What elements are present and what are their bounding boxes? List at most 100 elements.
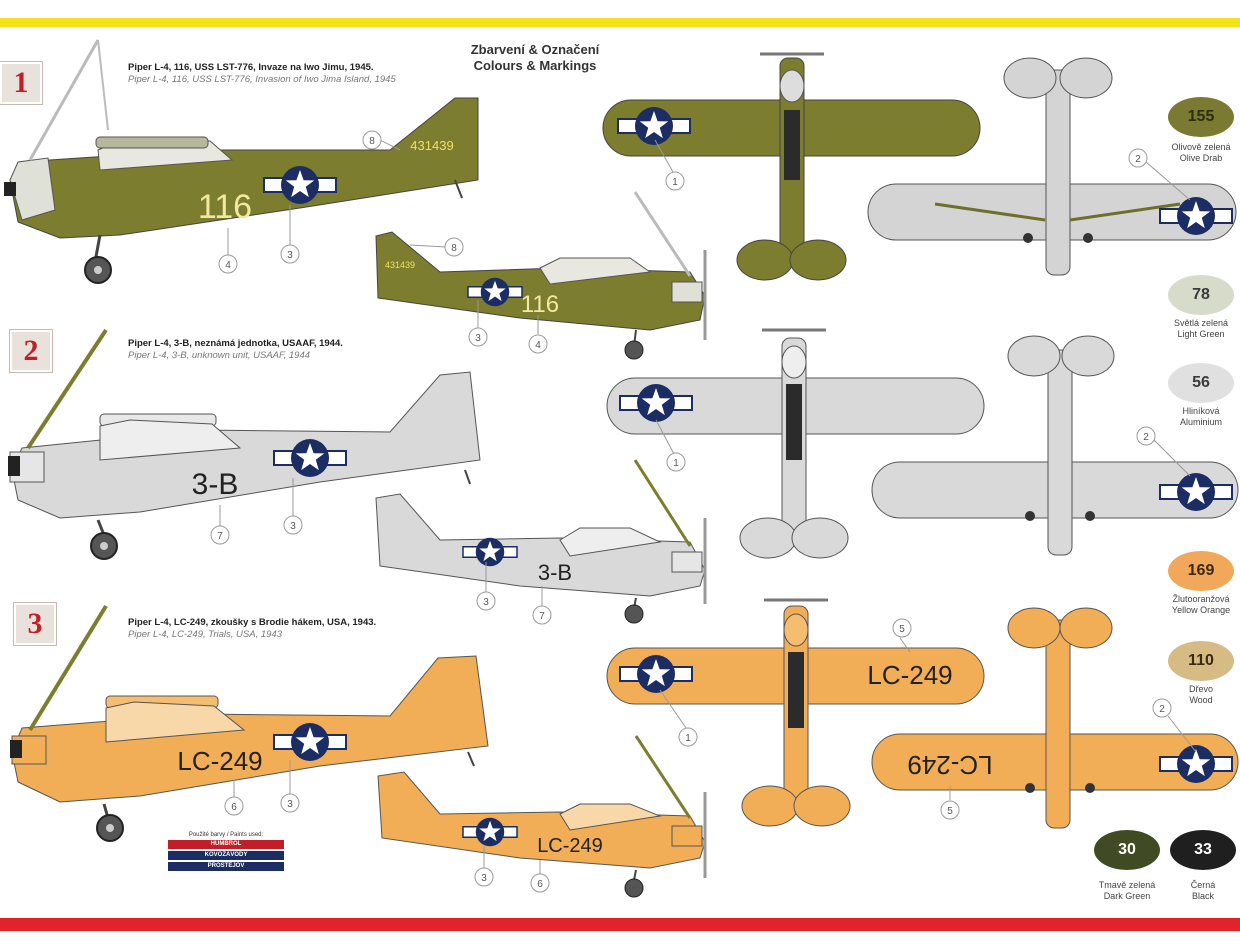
callout-8-s1-large: 8 xyxy=(362,130,401,151)
svg-text:7: 7 xyxy=(217,531,223,542)
swatch-30-cz: Tmavě zelená xyxy=(1098,880,1156,890)
callout-7-s2-small: 7 xyxy=(532,586,552,625)
paint-brand-logo: Použité barvy / Paints used: HUMBROL KOV… xyxy=(168,832,284,871)
swatch-155-code: 155 xyxy=(1187,108,1215,125)
scheme-2-small-code: 3-B xyxy=(538,560,572,585)
swatch-56-cz: Hliníková xyxy=(1182,406,1220,416)
svg-text:3: 3 xyxy=(483,597,489,608)
swatch-33-code: 33 xyxy=(1194,841,1212,858)
swatch-30: 30 xyxy=(1094,830,1160,870)
paint-brand-label: Použité barvy / Paints used: xyxy=(188,832,264,838)
scheme-number-2: 2 xyxy=(10,330,52,372)
swatch-169-cz: Žlutooranžová xyxy=(1172,594,1230,604)
svg-text:3: 3 xyxy=(481,873,487,884)
scheme-3-bottom-code: LC-249 xyxy=(907,750,992,780)
swatch-56-en: Aluminium xyxy=(1179,417,1222,427)
svg-text:1: 1 xyxy=(672,177,678,188)
swatch-169: 169 xyxy=(1168,551,1234,591)
swatch-169-code: 169 xyxy=(1187,562,1215,579)
scheme-1-bottom-view xyxy=(867,57,1237,276)
callout-3-s1-large: 3 xyxy=(280,205,300,264)
scheme-1-top-view xyxy=(602,52,981,281)
swatch-33-en: Black xyxy=(1191,891,1214,901)
scheme-1-caption-en: Piper L-4, 116, USS LST-776, Invasion of… xyxy=(128,74,396,85)
scheme-3-top-code: LC-249 xyxy=(867,660,952,690)
bottom-red-stripe xyxy=(0,918,1240,931)
page-title: Zbarvení & Označení Colours & Markings xyxy=(420,42,650,74)
callout-1-s1-top: 1 xyxy=(654,139,685,191)
scheme-2-caption-en: Piper L-4, 3-B, unknown unit, USAAF, 194… xyxy=(128,350,311,361)
scheme-3-side-view-large: LC-249 xyxy=(10,604,489,842)
swatch-33-cz: Černá xyxy=(1190,880,1216,890)
swatch-56-code: 56 xyxy=(1192,374,1210,391)
svg-text:5: 5 xyxy=(947,806,953,817)
scheme-1-fuselage-code: 116 xyxy=(198,188,252,226)
swatch-110: 110 xyxy=(1168,641,1234,681)
swatch-30-code: 30 xyxy=(1118,841,1136,858)
svg-text:4: 4 xyxy=(225,260,231,271)
svg-text:2: 2 xyxy=(1143,432,1149,443)
scheme-1-side-view-small: 116 431439 xyxy=(375,191,707,360)
callout-5-s3-bottom: 5 xyxy=(940,786,960,820)
callout-2-s2-bottom: 2 xyxy=(1136,426,1191,477)
svg-text:3: 3 xyxy=(287,250,293,261)
callout-2-s1-bottom: 2 xyxy=(1128,148,1191,201)
swatch-155: 155 xyxy=(1168,97,1234,137)
svg-text:6: 6 xyxy=(537,879,543,890)
top-yellow-stripe xyxy=(0,18,1240,27)
scheme-2-fuselage-code: 3-B xyxy=(192,468,239,501)
scheme-3-side-view-small: LC-249 xyxy=(377,735,707,898)
title-en: Colours & Markings xyxy=(473,58,597,73)
swatch-169-en: Yellow Orange xyxy=(1171,605,1231,615)
svg-text:4: 4 xyxy=(535,340,541,351)
swatch-78: 78 xyxy=(1168,275,1234,315)
callout-2-s3-bottom: 2 xyxy=(1152,698,1197,753)
callout-6-s3-small: 6 xyxy=(530,860,550,893)
swatch-78-code: 78 xyxy=(1192,286,1210,303)
paint-brand-sub2: PROSTĚJOV xyxy=(168,862,284,871)
scheme-3-caption-cz: Piper L-4, LC-249, zkoušky s Brodie háke… xyxy=(128,617,377,628)
scheme-1-tail-serial: 431439 xyxy=(410,138,453,153)
scheme-3-bottom-view: LC-249 xyxy=(871,607,1239,829)
svg-text:2: 2 xyxy=(1135,154,1141,165)
svg-text:8: 8 xyxy=(369,136,375,147)
scheme-2-top-view xyxy=(606,328,985,559)
callout-3-s2-large: 3 xyxy=(283,478,303,535)
callout-3-s3-small: 3 xyxy=(474,846,494,887)
callout-4-s1-large: 4 xyxy=(218,228,238,274)
swatch-110-cz: Dřevo xyxy=(1188,684,1213,694)
callouts: 8 4 3 8 3 4 1 2 7 3 3 7 1 2 6 3 3 6 1 5 … xyxy=(210,130,1197,893)
scheme-3-caption-en: Piper L-4, LC-249, Trials, USA, 1943 xyxy=(128,629,283,640)
swatch-56: 56 xyxy=(1168,363,1234,403)
scheme-1-caption-cz: Piper L-4, 116, USS LST-776, Invaze na I… xyxy=(128,62,374,73)
svg-text:1: 1 xyxy=(685,733,691,744)
svg-text:3: 3 xyxy=(290,521,296,532)
svg-text:7: 7 xyxy=(539,611,545,622)
paint-brand-sub1: KOVOZÁVODY xyxy=(168,851,284,860)
scheme-number-3: 3 xyxy=(14,603,56,645)
swatch-30-en: Dark Green xyxy=(1103,891,1151,901)
svg-text:5: 5 xyxy=(899,624,905,635)
callout-1-s2-top: 1 xyxy=(655,419,686,472)
svg-text:2: 2 xyxy=(1159,704,1165,715)
callout-3-s2-small: 3 xyxy=(476,562,496,611)
svg-text:8: 8 xyxy=(451,243,457,254)
svg-text:1: 1 xyxy=(673,458,679,469)
scheme-2-caption: Piper L-4, 3-B, neznámá jednotka, USAAF,… xyxy=(128,338,343,362)
svg-text:6: 6 xyxy=(231,802,237,813)
scheme-1-small-code: 116 xyxy=(521,291,559,318)
scheme-1-small-serial: 431439 xyxy=(385,260,415,270)
swatch-155-en: Olive Drab xyxy=(1179,153,1223,163)
swatch-110-en: Wood xyxy=(1189,695,1213,705)
swatch-33: 33 xyxy=(1170,830,1236,870)
callout-8-s1-small: 8 xyxy=(409,237,464,257)
callout-3-s1-small: 3 xyxy=(468,300,488,347)
scheme-2-caption-cz: Piper L-4, 3-B, neznámá jednotka, USAAF,… xyxy=(128,338,343,349)
scheme-2-side-view-large: 3-B xyxy=(8,328,481,560)
